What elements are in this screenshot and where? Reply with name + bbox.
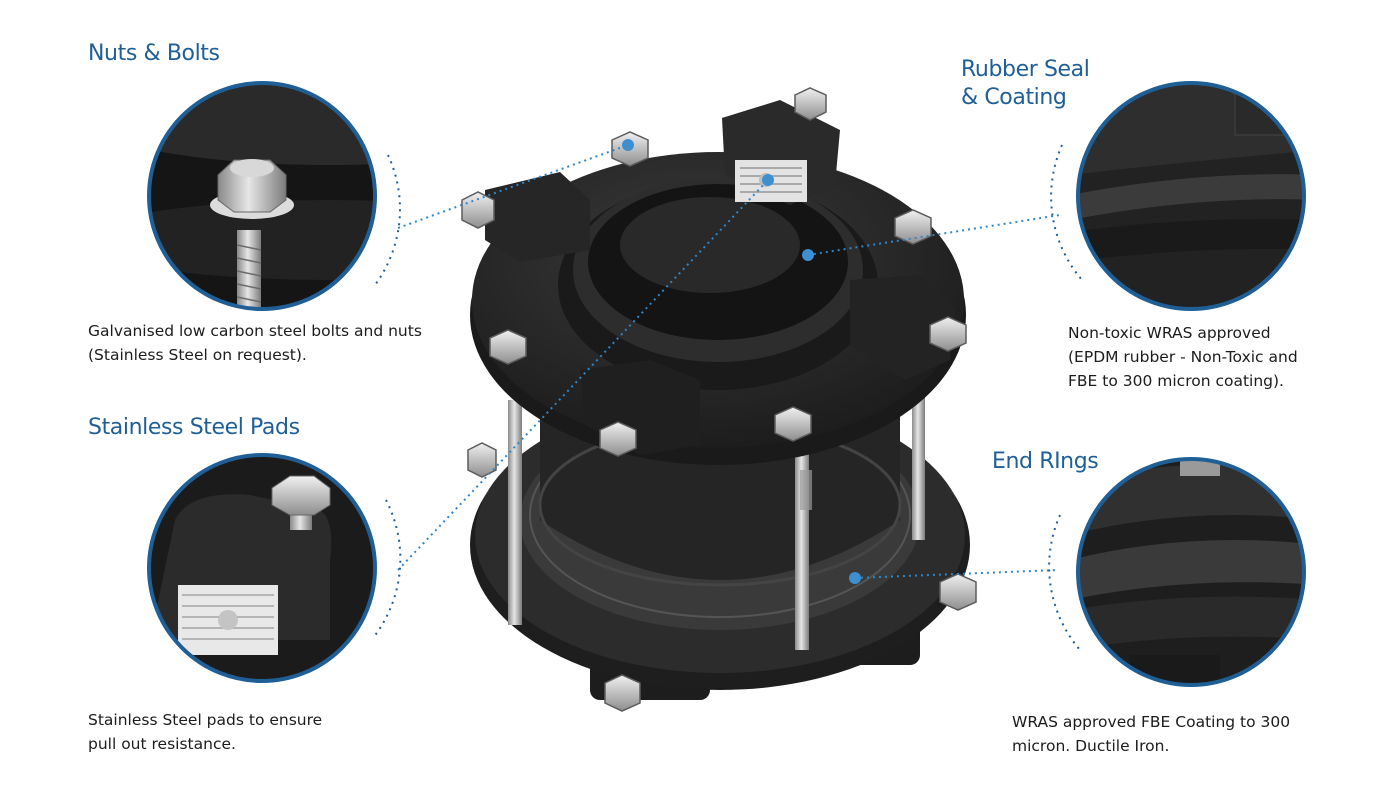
callout-desc-pads: Stainless Steel pads to ensure pull out … [88,708,322,756]
callout-title-pads: Stainless Steel Pads [88,415,300,440]
callout-title-end-rings: End RIngs [992,449,1099,474]
callout-desc-rubber-seal: Non-toxic WRAS approved (EPDM rubber - N… [1068,321,1298,393]
callout-title-nuts-bolts: Nuts & Bolts [88,41,220,66]
zoom-circle-rubber-seal [1076,81,1306,311]
desc-line: Non-toxic WRAS approved [1068,324,1271,342]
desc-line: pull out resistance. [88,735,236,753]
leader-markers [622,139,861,584]
desc-line: (Stainless Steel on request). [88,346,307,364]
desc-line: FBE to 300 micron coating). [1068,372,1284,390]
zoom-circle-nuts-bolts [147,81,377,311]
coupling-body [461,87,977,712]
leader-lines [397,144,1061,579]
desc-line: Galvanised low carbon steel bolts and nu… [88,322,422,340]
callout-desc-end-rings: WRAS approved FBE Coating to 300 micron.… [1012,710,1290,758]
desc-line: WRAS approved FBE Coating to 300 [1012,713,1291,731]
desc-line: (EPDM rubber - Non-Toxic and [1068,348,1298,366]
title-line: Rubber Seal [961,57,1090,82]
title-line: & Coating [961,85,1067,110]
desc-line: Stainless Steel pads to ensure [88,711,323,729]
callout-title-rubber-seal: Rubber Seal & Coating [961,56,1090,112]
zoom-circle-end-rings [1076,457,1306,687]
zoom-circle-pads [147,453,377,683]
callout-desc-nuts-bolts: Galvanised low carbon steel bolts and nu… [88,319,422,367]
desc-line: micron. Ductile Iron. [1012,737,1170,755]
decorative-arcs [372,144,1083,651]
